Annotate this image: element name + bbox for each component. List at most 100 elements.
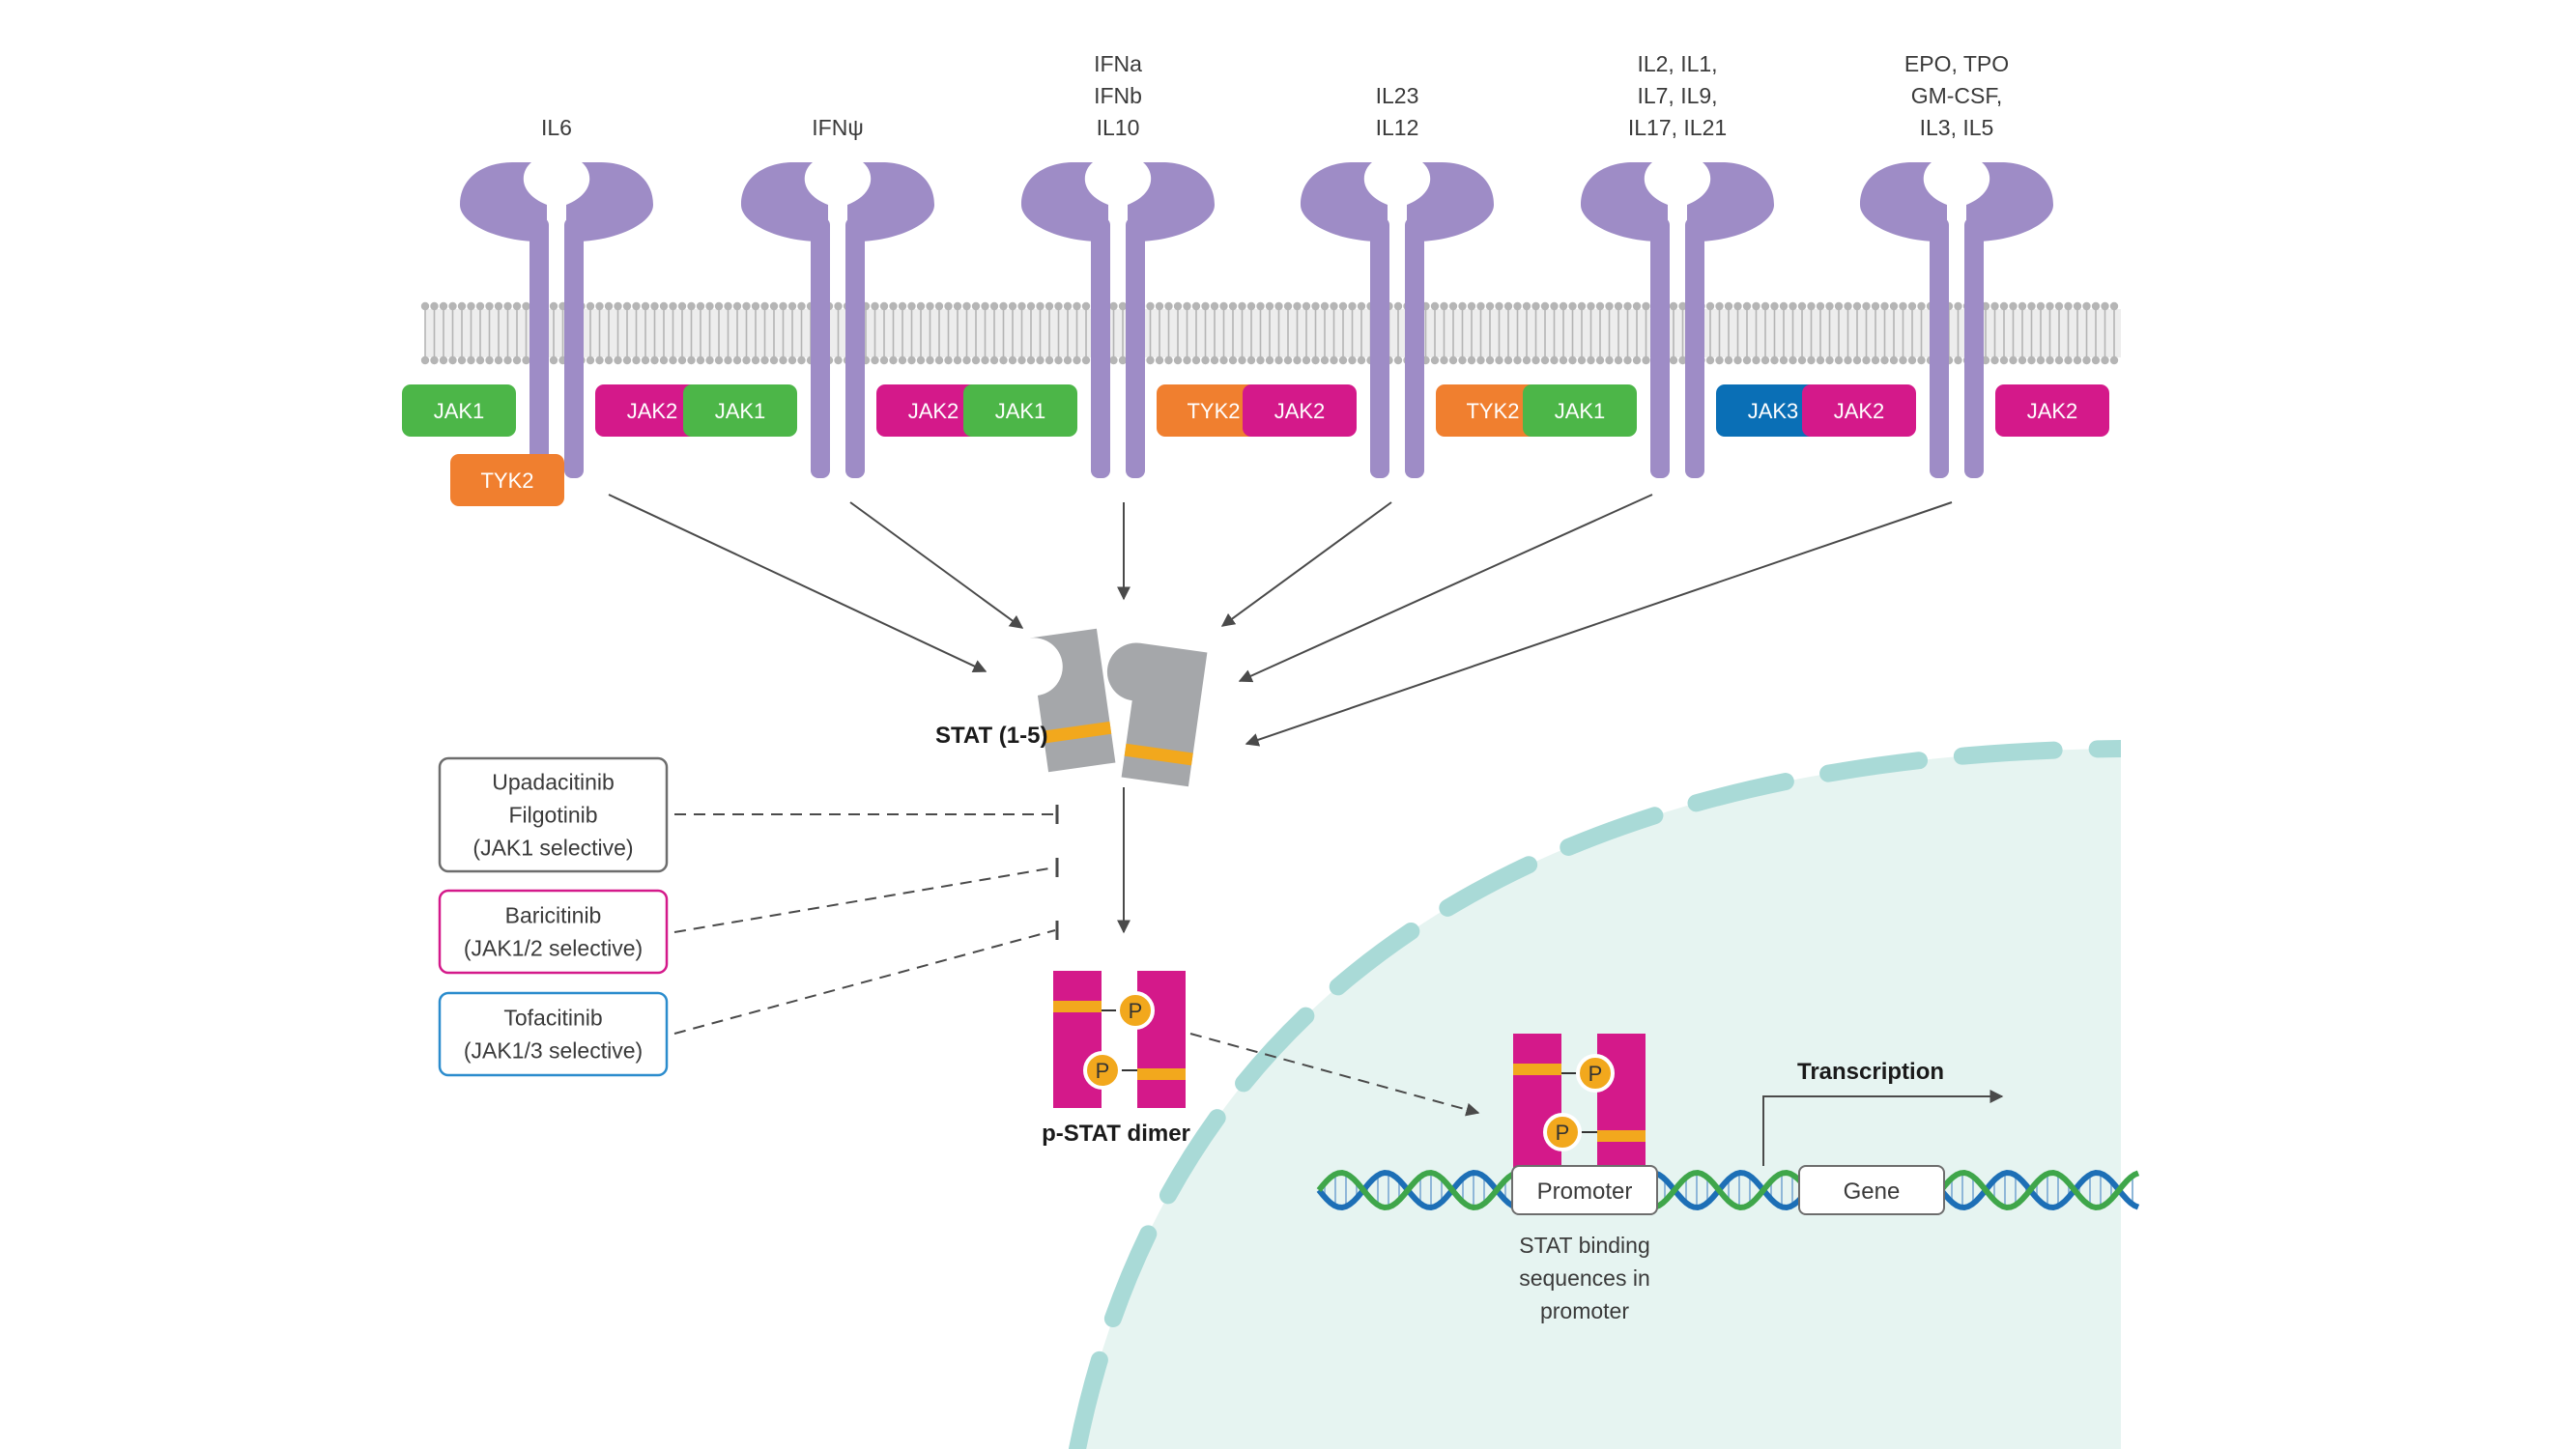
pstat-label: p-STAT dimer	[1042, 1121, 1190, 1147]
jak-label: JAK1	[1555, 399, 1606, 423]
cytokine-label: IL6	[541, 115, 572, 140]
receptor-chain	[811, 217, 830, 478]
dna-strand	[1316, 1169, 2140, 1211]
cytokine-label: IL23	[1376, 83, 1419, 108]
receptor-chain	[1930, 217, 1949, 478]
receptor-head	[847, 162, 934, 242]
gene-box: Gene	[1798, 1165, 1945, 1215]
jak-badge: JAK1	[402, 384, 516, 437]
receptor-head	[741, 162, 828, 242]
promoter-label: Promoter	[1537, 1179, 1633, 1205]
cytokine-label: IL7, IL9,	[1637, 83, 1717, 108]
jak-label: JAK2	[1834, 399, 1885, 423]
jak-label: TYK2	[480, 469, 533, 493]
binding-caption-line: STAT binding	[1519, 1233, 1650, 1258]
cytokine-label: EPO, TPO	[1904, 51, 2009, 76]
receptor-head	[566, 162, 653, 242]
drug-label: Upadacitinib	[492, 770, 615, 795]
drug-label: Baricitinib	[505, 903, 602, 928]
cytokine-label: IL17, IL21	[1628, 115, 1727, 140]
phospho-icon	[1083, 1051, 1122, 1090]
promoter-box: Promoter	[1511, 1165, 1658, 1215]
translocation-arrow	[1189, 1033, 1480, 1117]
phospho-label: P	[1589, 1062, 1603, 1086]
signal-arrow	[608, 494, 987, 672]
phospho-icon	[1116, 991, 1155, 1030]
receptor-head	[1021, 162, 1108, 242]
signal-arrow	[1238, 494, 1653, 683]
cytokine-label: IL10	[1097, 115, 1140, 140]
receptor-head	[1860, 162, 1947, 242]
cytokine-label: IFNa	[1094, 51, 1142, 76]
drug-box: Tofacitinib(JAK1/3 selective)	[438, 921, 1059, 1077]
cytokine-label: IL2, IL1,	[1637, 51, 1717, 76]
jak-badge: JAK1	[963, 384, 1077, 437]
jak-badge: JAK3	[1716, 384, 1830, 437]
binding-caption-line: sequences in	[1519, 1265, 1650, 1291]
jak-label: JAK1	[434, 399, 485, 423]
inhibition-line	[673, 867, 1056, 933]
receptor-head	[1687, 162, 1774, 242]
phospho-icon	[1543, 1113, 1582, 1151]
jak-label: JAK1	[715, 399, 766, 423]
cytokine-label: IL12	[1376, 115, 1419, 140]
drug-box: Baricitinib(JAK1/2 selective)	[438, 858, 1059, 975]
gene-label: Gene	[1844, 1179, 1901, 1205]
jak-label: JAK2	[627, 399, 678, 423]
receptor-head	[1301, 162, 1388, 242]
receptor-chain	[1091, 217, 1110, 478]
receptor-chain	[564, 217, 584, 478]
receptor-chain	[530, 217, 549, 478]
jak-label: TYK2	[1466, 399, 1519, 423]
dna-strand	[1316, 1169, 2140, 1211]
receptor-head	[460, 162, 547, 242]
jak-badge: JAK2	[595, 384, 709, 437]
stat-monomer-right	[1106, 642, 1208, 787]
receptor-head	[1407, 162, 1494, 242]
drug-label: (JAK1 selective)	[472, 836, 633, 861]
cytokine-label: IL3, IL5	[1920, 115, 1994, 140]
stat-monomer-left	[1029, 628, 1116, 773]
stat-monomers: STAT (1-5)	[935, 628, 1208, 787]
jak-badge: TYK2	[450, 454, 564, 506]
jak-label: JAK2	[908, 399, 959, 423]
cytokine-label: GM-CSF,	[1911, 83, 2003, 108]
receptor-chain	[1650, 217, 1670, 478]
receptor-head	[1966, 162, 2053, 242]
signal-arrow	[849, 501, 1024, 629]
receptor-chain	[1370, 217, 1389, 478]
cytokine-label: IFNψ	[812, 115, 863, 140]
phospho-label: P	[1129, 999, 1143, 1023]
jak-badge: TYK2	[1436, 384, 1550, 437]
jak-badge: JAK1	[683, 384, 797, 437]
phospho-label: P	[1096, 1059, 1110, 1083]
jak-label: JAK2	[1274, 399, 1326, 423]
bound-pstat-dimer: P P	[1513, 1034, 1646, 1171]
receptor-chain	[1405, 217, 1424, 478]
phospho-icon	[1576, 1054, 1615, 1093]
binding-caption: STAT binding sequences in promoter	[1519, 1233, 1650, 1323]
jak-label: JAK1	[995, 399, 1046, 423]
jak-label: TYK2	[1187, 399, 1240, 423]
jak-badge: JAK2	[1243, 384, 1357, 437]
transcription-arrow	[1762, 1090, 2004, 1166]
jak-label: JAK3	[1748, 399, 1799, 423]
drug-label: (JAK1/3 selective)	[464, 1038, 643, 1064]
jak-badge: JAK1	[1523, 384, 1637, 437]
drug-label: Filgotinib	[508, 803, 597, 828]
signal-arrow	[1245, 501, 1953, 747]
receptor-chain	[845, 217, 865, 478]
pstat-dimer: P P p-STAT dimer	[1042, 971, 1190, 1147]
signal-arrows	[608, 494, 1953, 747]
receptor-chain	[1126, 217, 1145, 478]
cytokine-label: IFNb	[1094, 83, 1142, 108]
dna-helix	[1316, 1169, 2140, 1211]
binding-caption-line: promoter	[1540, 1298, 1629, 1323]
stat-label: STAT (1-5)	[935, 723, 1047, 749]
